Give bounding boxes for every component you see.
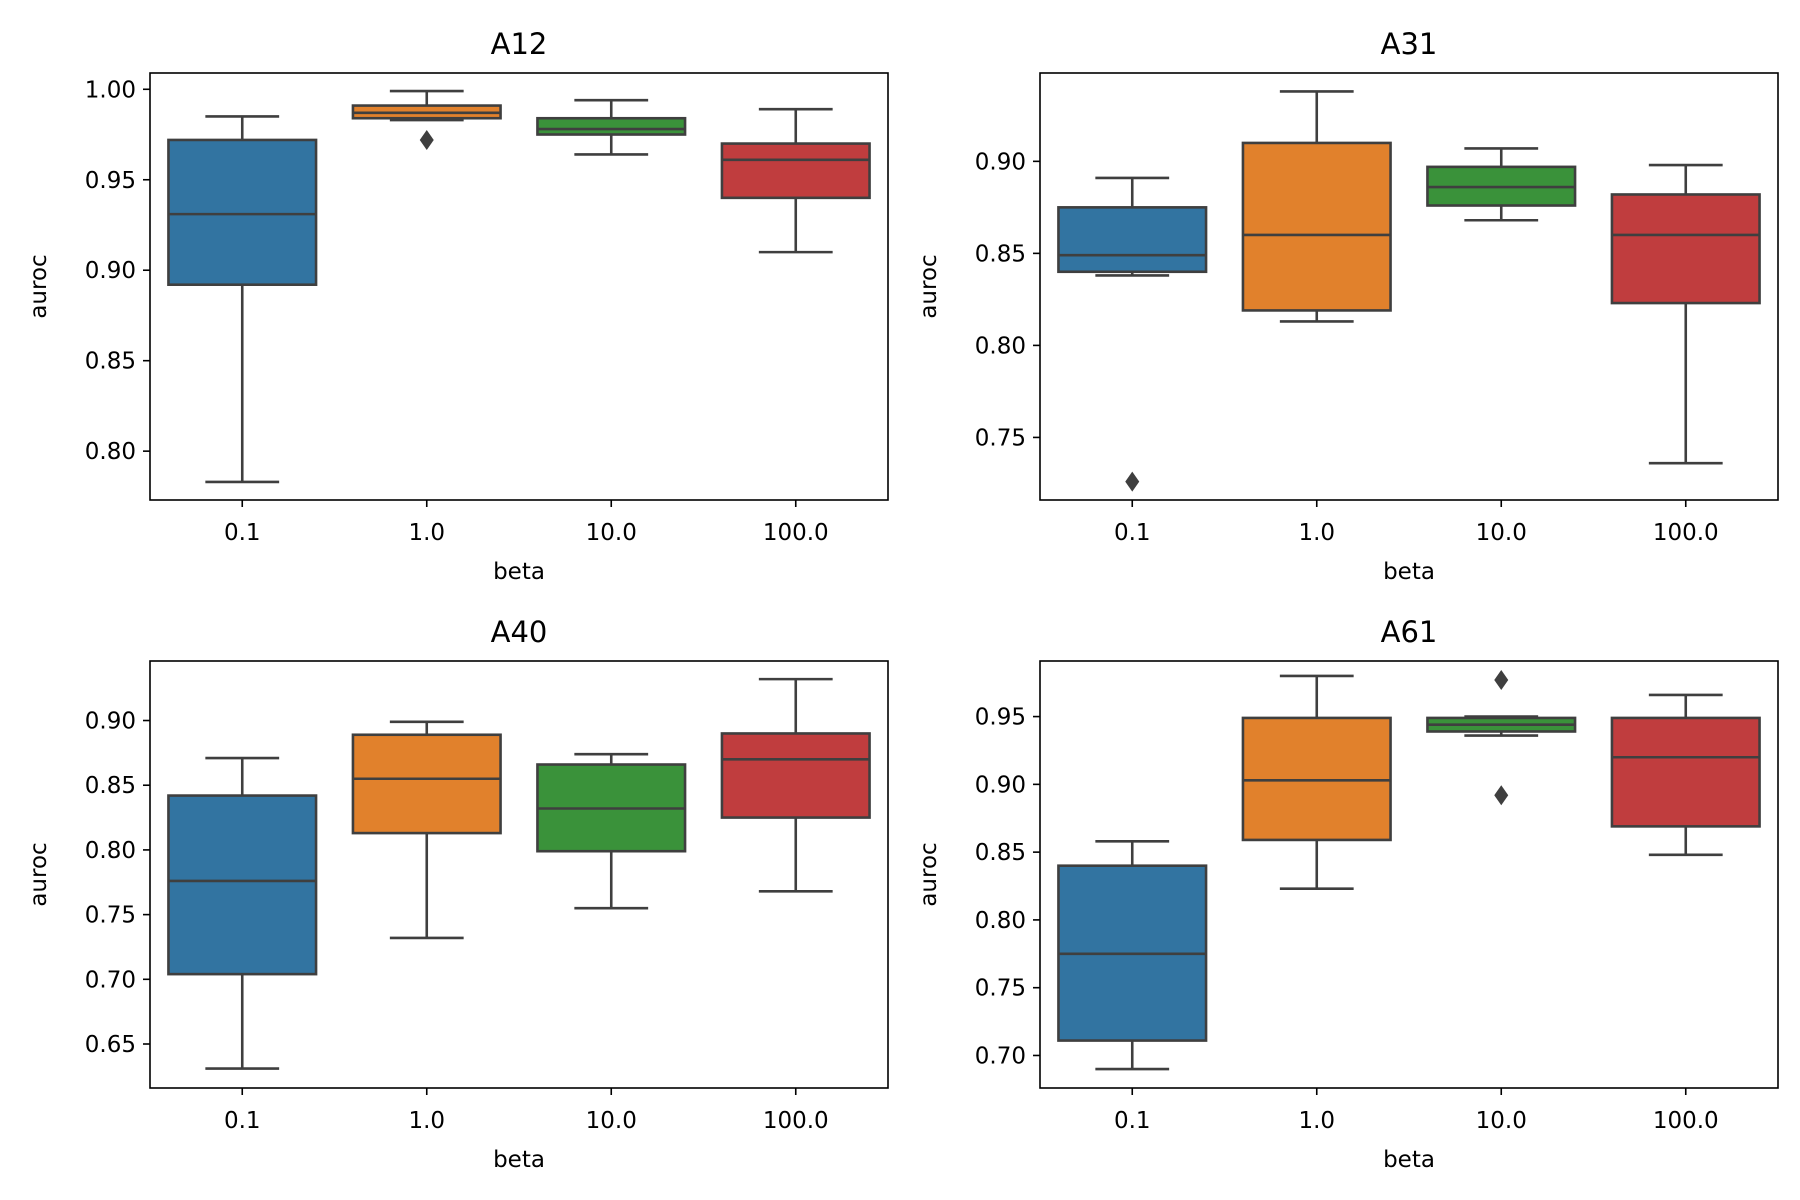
plot-frame xyxy=(1039,660,1779,1089)
box-0.1 xyxy=(1057,176,1208,492)
plot-frame xyxy=(1039,72,1779,501)
y-tick-label: 0.70 xyxy=(975,1043,1026,1069)
panel-title: A31 xyxy=(1381,27,1438,61)
y-tick-label: 0.75 xyxy=(85,903,136,929)
y-tick-label: 0.90 xyxy=(85,258,136,284)
plot-frame xyxy=(149,72,889,501)
panel-title: A61 xyxy=(1381,615,1438,649)
panel-title: A40 xyxy=(491,615,548,649)
box-0.1 xyxy=(167,115,318,484)
panel-a31: A31 0.1 1.0 10.0 100.0 0.75 0.80 0.85 0.… xyxy=(916,27,1779,585)
iqr-box xyxy=(1241,141,1392,312)
iqr-box xyxy=(536,116,687,136)
y-tick-label: 0.80 xyxy=(975,908,1026,934)
x-axis-label: beta xyxy=(493,559,545,585)
x-tick-label: 10.0 xyxy=(586,1108,637,1134)
x-tick-label: 100.0 xyxy=(1653,520,1719,546)
box-0.1 xyxy=(167,756,318,1070)
y-tick-label: 0.85 xyxy=(975,241,1026,267)
y-axis-label: auroc xyxy=(26,842,52,906)
x-tick-label: 100.0 xyxy=(763,520,829,546)
plot-frame xyxy=(149,660,889,1089)
iqr-box xyxy=(720,732,871,819)
outlier-point xyxy=(1125,471,1140,492)
plot-area xyxy=(167,89,871,484)
y-tick-label: 0.80 xyxy=(975,333,1026,359)
iqr-box xyxy=(720,142,871,200)
iqr-box xyxy=(1610,193,1761,305)
y-tick-label: 0.80 xyxy=(85,838,136,864)
y-tick-label: 1.00 xyxy=(85,77,136,103)
box-1.0 xyxy=(1241,674,1392,891)
box-1.0 xyxy=(351,89,502,150)
iqr-box xyxy=(351,733,502,835)
y-axis-label: auroc xyxy=(916,254,942,318)
x-tick-label: 1.0 xyxy=(408,1108,445,1134)
y-tick-label: 0.80 xyxy=(85,439,136,465)
y-axis-label: auroc xyxy=(26,254,52,318)
plot-area xyxy=(167,677,871,1070)
outlier-point xyxy=(1494,669,1509,690)
plot-area xyxy=(1057,90,1761,492)
x-tick-label: 0.1 xyxy=(1114,1108,1151,1134)
x-axis-label: beta xyxy=(1383,559,1435,585)
box-100.0 xyxy=(1610,693,1761,857)
panel-a40: A40 0.1 1.0 10.0 100.0 0.65 0.70 0.75 0.… xyxy=(26,615,889,1173)
x-tick-label: 1.0 xyxy=(1298,1108,1335,1134)
x-tick-label: 100.0 xyxy=(1653,1108,1719,1134)
box-10.0 xyxy=(536,98,687,156)
y-tick-label: 0.70 xyxy=(85,967,136,993)
plot-area xyxy=(1057,669,1761,1071)
x-tick-label: 1.0 xyxy=(1298,520,1335,546)
iqr-box xyxy=(167,138,318,286)
iqr-box xyxy=(1610,716,1761,828)
x-tick-label: 0.1 xyxy=(224,1108,261,1134)
x-tick-label: 0.1 xyxy=(1114,520,1151,546)
y-tick-label: 0.85 xyxy=(975,840,1026,866)
y-axis-label: auroc xyxy=(916,842,942,906)
box-100.0 xyxy=(720,677,871,893)
iqr-box xyxy=(1241,716,1392,842)
y-tick-label: 0.75 xyxy=(975,976,1026,1002)
outlier-point xyxy=(419,129,434,150)
box-10.0 xyxy=(1426,147,1577,222)
panel-a61: A61 0.1 1.0 10.0 100.0 0.70 0.75 0.80 0.… xyxy=(916,615,1779,1173)
y-tick-label: 0.75 xyxy=(975,425,1026,451)
box-1.0 xyxy=(351,720,502,940)
y-tick-label: 0.65 xyxy=(85,1032,136,1058)
iqr-box xyxy=(1057,206,1208,274)
outlier-point xyxy=(1494,785,1509,806)
y-tick-label: 0.95 xyxy=(975,705,1026,731)
box-10.0 xyxy=(536,752,687,910)
y-tick-label: 0.90 xyxy=(975,149,1026,175)
x-tick-label: 100.0 xyxy=(763,1108,829,1134)
box-1.0 xyxy=(1241,90,1392,323)
panel-title: A12 xyxy=(491,27,548,61)
x-tick-label: 0.1 xyxy=(224,520,261,546)
x-tick-label: 10.0 xyxy=(586,520,637,546)
panel-a12: A12 0.1 1.0 10.0 100.0 0.80 0.85 0.90 0.… xyxy=(26,27,889,585)
x-axis-label: beta xyxy=(493,1147,545,1173)
y-tick-label: 0.85 xyxy=(85,773,136,799)
y-tick-label: 0.85 xyxy=(85,349,136,375)
box-10.0 xyxy=(1426,669,1577,806)
box-0.1 xyxy=(1057,839,1208,1071)
y-tick-label: 0.90 xyxy=(975,772,1026,798)
x-tick-label: 10.0 xyxy=(1476,520,1527,546)
x-tick-label: 1.0 xyxy=(408,520,445,546)
y-tick-label: 0.90 xyxy=(85,709,136,735)
box-100.0 xyxy=(720,107,871,254)
x-tick-label: 10.0 xyxy=(1476,1108,1527,1134)
x-axis-label: beta xyxy=(1383,1147,1435,1173)
y-tick-label: 0.95 xyxy=(85,168,136,194)
box-100.0 xyxy=(1610,163,1761,465)
iqr-box xyxy=(167,794,318,976)
